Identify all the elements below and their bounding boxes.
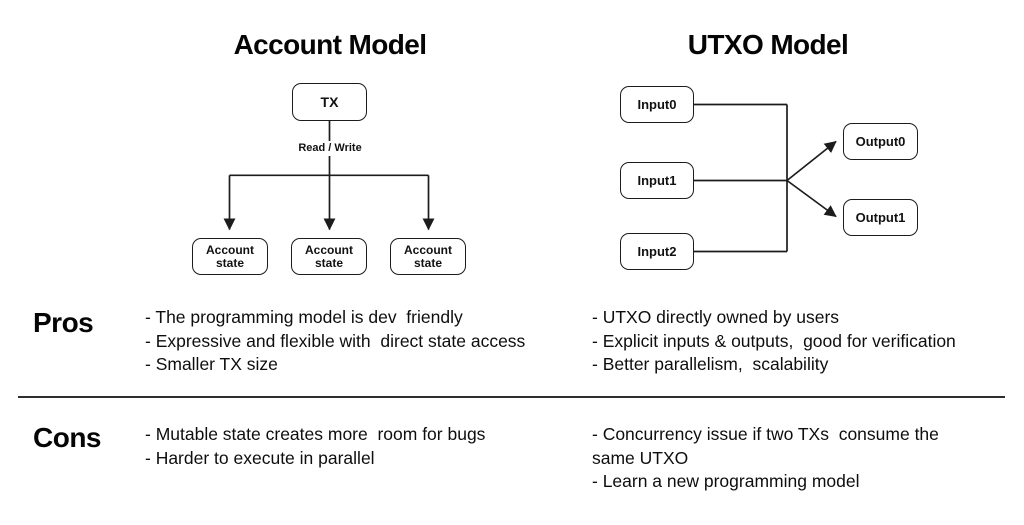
tx-node: TX — [292, 83, 367, 121]
arrow-to-output1 — [786, 179, 837, 218]
bullet-line: - UTXO directly owned by users — [592, 307, 840, 327]
bullet-line: - Smaller TX size — [145, 354, 278, 374]
output0-node: Output0 — [843, 123, 918, 160]
account-model-title: Account Model — [233, 29, 427, 60]
cons-account-list: - Mutable state creates more room for bu… — [145, 423, 570, 470]
input1-node: Input1 — [620, 162, 694, 199]
account-state-node-2: Account state — [390, 238, 466, 275]
input2-node: Input2 — [620, 233, 694, 270]
pros-heading: Pros — [33, 307, 94, 338]
bullet-line: - Mutable state creates more room for bu… — [145, 424, 486, 444]
account-state-node-1: Account state — [291, 238, 367, 275]
section-divider — [18, 396, 1005, 398]
cons-utxo-list: - Concurrency issue if two TXs consume t… — [592, 423, 1017, 494]
bullet-line: - Harder to execute in parallel — [145, 447, 375, 468]
cons-heading: Cons — [33, 422, 102, 453]
input0-node: Input0 — [620, 86, 694, 123]
read-write-label: Read / Write — [288, 141, 372, 156]
bullet-line: same UTXO — [592, 447, 689, 468]
bullet-line: - Concurrency issue if two TXs consume t… — [592, 424, 939, 444]
account-state-node-0: Account state — [192, 238, 268, 275]
bullet-line: - The programming model is dev friendly — [145, 307, 463, 327]
arrow-to-output0 — [786, 140, 837, 182]
bullet-line: - Explicit inputs & outputs, good for ve… — [592, 330, 956, 351]
pros-utxo-list: - UTXO directly owned by users - Explicit… — [592, 306, 1017, 377]
bullet-line: - Better parallelism, scalability — [592, 354, 829, 374]
pros-account-list: - The programming model is dev friendly -… — [145, 306, 570, 377]
utxo-model-title: UTXO Model — [687, 29, 849, 60]
output1-node: Output1 — [843, 199, 918, 236]
bullet-line: - Learn a new programming model — [592, 471, 860, 491]
bullet-line: - Expressive and flexible with direct st… — [145, 330, 526, 351]
